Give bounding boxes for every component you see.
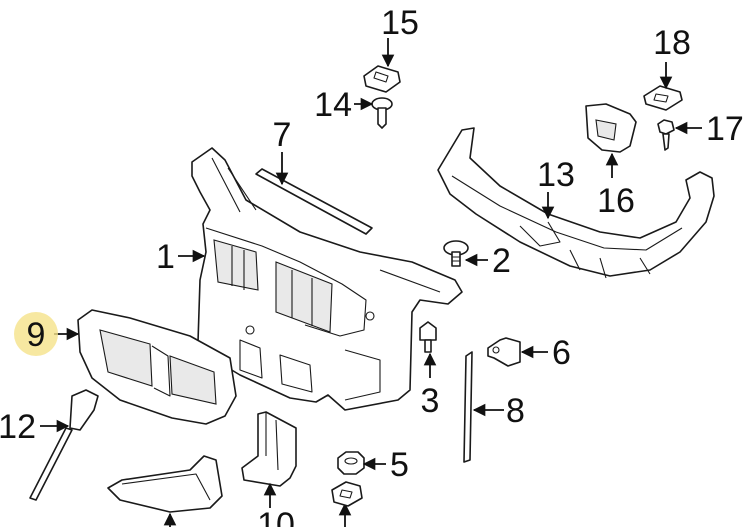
screw-part-3 bbox=[419, 321, 437, 353]
callout-10: 10 bbox=[257, 506, 295, 527]
bracket-part-6 bbox=[487, 337, 521, 367]
callout-13: 13 bbox=[537, 156, 575, 194]
callout-15: 15 bbox=[381, 4, 419, 42]
screw-part-17 bbox=[657, 119, 675, 151]
push-clip-part-14 bbox=[371, 97, 393, 129]
callout-5: 5 bbox=[390, 446, 409, 484]
callout-3: 3 bbox=[421, 382, 440, 420]
callout-7: 7 bbox=[273, 116, 292, 154]
lower-clip-part bbox=[331, 481, 363, 507]
bracket-rod-part-12 bbox=[29, 389, 99, 501]
side-seal-part bbox=[463, 351, 473, 463]
callout-6: 6 bbox=[552, 334, 571, 372]
lower-air-guide-part bbox=[107, 455, 223, 513]
clip-nut-part-15 bbox=[363, 65, 401, 93]
side-air-guide-part bbox=[241, 411, 297, 487]
cross-member-part bbox=[437, 127, 715, 279]
clip-nut-part-18 bbox=[643, 85, 683, 111]
callout-16: 16 bbox=[597, 182, 635, 220]
callout-2: 2 bbox=[492, 242, 511, 280]
nut-part-5 bbox=[337, 451, 365, 475]
air-duct-part bbox=[77, 309, 237, 425]
callout-9-highlight bbox=[14, 312, 58, 356]
callout-1: 1 bbox=[156, 238, 175, 276]
bolt-part-2 bbox=[443, 240, 469, 267]
callout-8: 8 bbox=[506, 392, 525, 430]
callout-numbers: 1 2 3 5 6 7 8 9 10 12 13 14 15 16 17 18 bbox=[0, 4, 744, 527]
front-end-carrier-part bbox=[191, 147, 463, 411]
callout-17: 17 bbox=[706, 110, 744, 148]
bracket-plate-part-16 bbox=[585, 103, 637, 153]
callout-12: 12 bbox=[0, 408, 36, 446]
callout-18: 18 bbox=[653, 24, 691, 62]
callout-14: 14 bbox=[314, 86, 352, 124]
callout-9: 9 bbox=[27, 316, 46, 354]
